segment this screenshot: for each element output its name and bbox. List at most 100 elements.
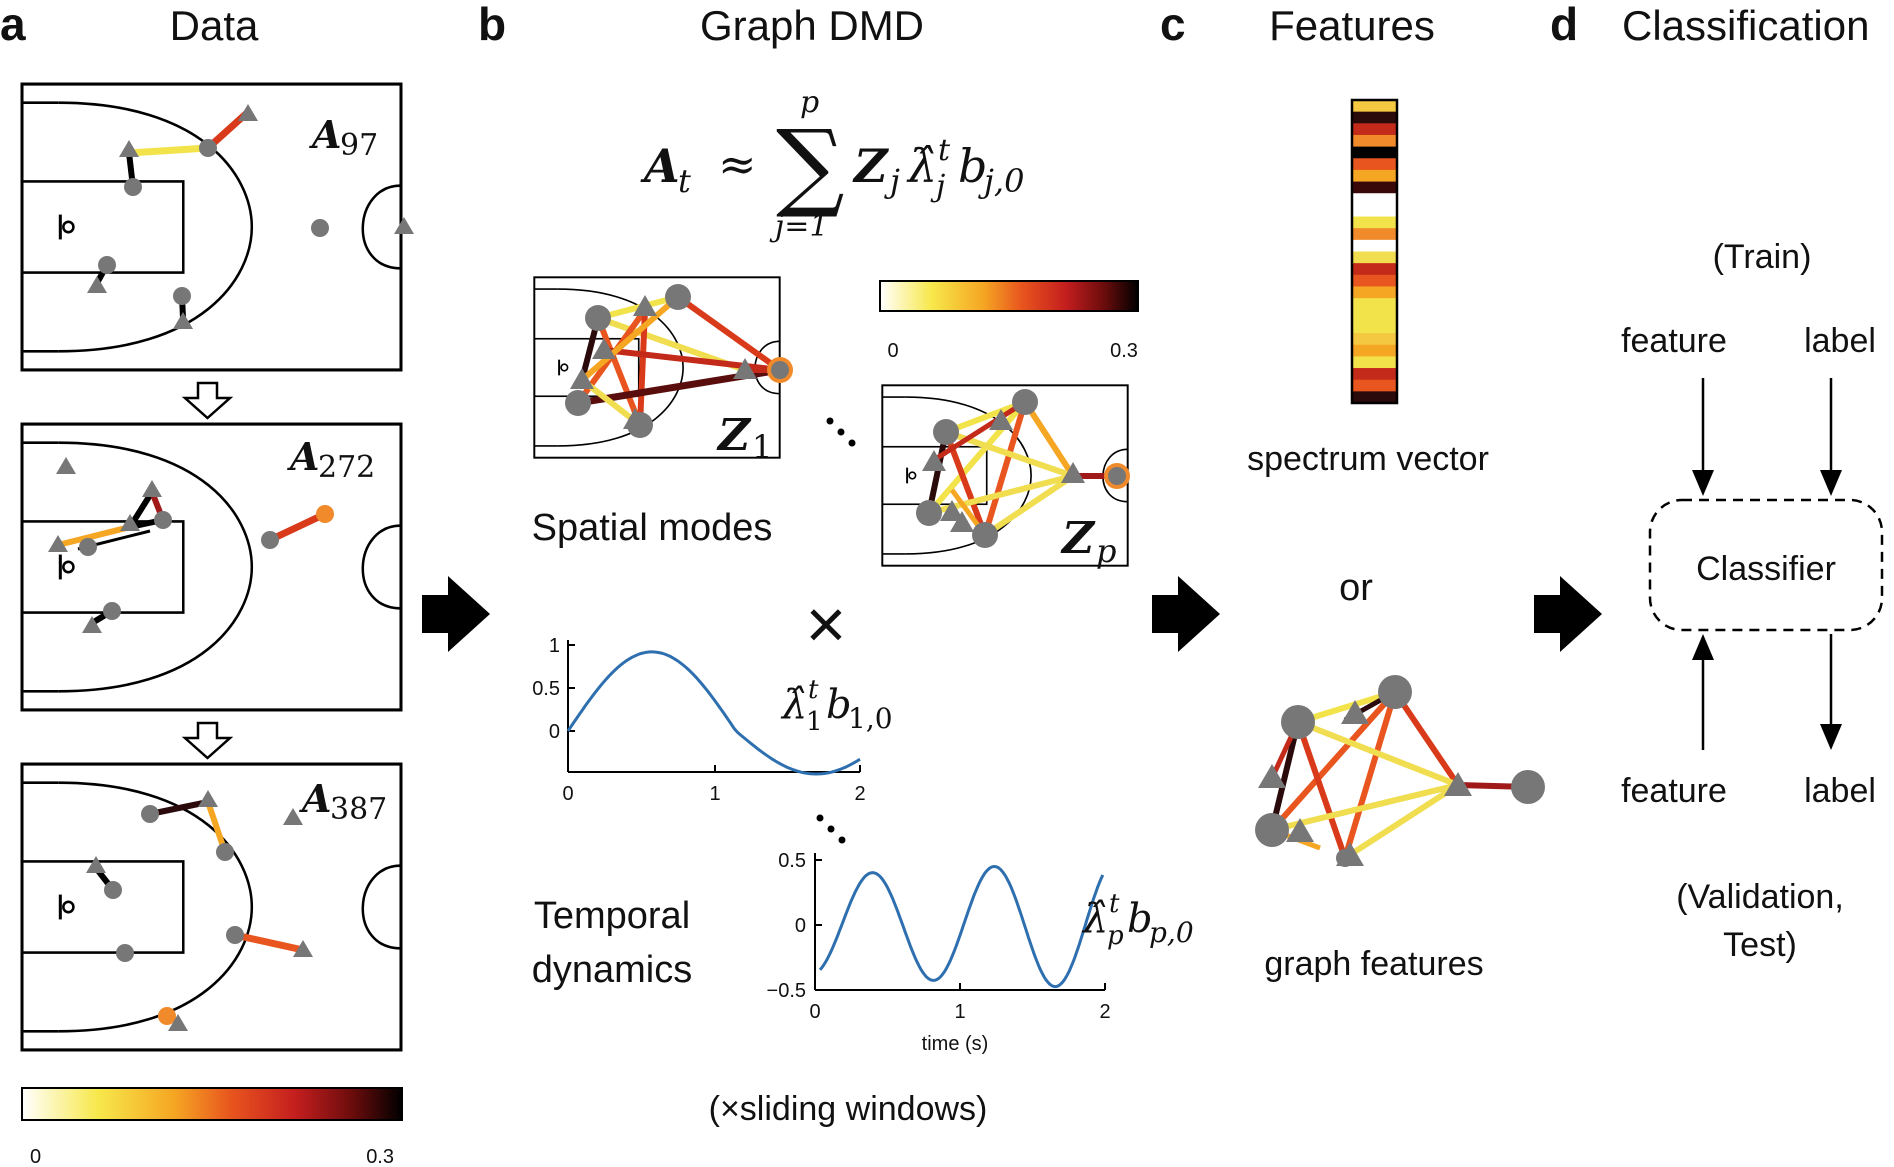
svg-text:2: 2 [854, 783, 865, 805]
label-output-label: label [1804, 772, 1876, 810]
spectrum-cell [1352, 181, 1397, 194]
ellipsis-icon [826, 417, 856, 447]
spectrum-cell [1352, 321, 1397, 334]
svg-text:0.5: 0.5 [778, 850, 806, 872]
svg-text:272: 272 [318, 450, 375, 485]
time-axis-label: time (s) [922, 1033, 989, 1055]
or-label: or [1339, 567, 1373, 609]
classifier-label: Classifier [1696, 550, 1836, 588]
svg-text:t: t [678, 162, 691, 200]
svg-text:−0.5: −0.5 [767, 980, 806, 1002]
spectrum-cell [1352, 146, 1397, 159]
matrix-label-a387: A 387 [299, 776, 387, 827]
svg-text:λ̂: λ̂ [1081, 896, 1108, 942]
flow-arrow-icon [1152, 576, 1220, 652]
spectrum-cell [1352, 391, 1397, 404]
svg-text:∑: ∑ [776, 109, 845, 221]
spectrum-cell [1352, 286, 1397, 299]
arrow-up-icon [1692, 634, 1714, 660]
colorbar-min: 0 [30, 1146, 41, 1167]
svg-text:Z: Z [1060, 513, 1096, 564]
spectrum-vector-bar [1352, 100, 1397, 404]
panel-title-graph-dmd: Graph DMD [700, 2, 924, 49]
svg-text:j=1: j=1 [769, 209, 829, 244]
svg-text:t: t [808, 675, 819, 705]
svg-text:A: A [287, 434, 319, 479]
spectrum-cell [1352, 239, 1397, 252]
panel-letter-b: b [478, 0, 506, 50]
arrow-down-icon [1692, 470, 1714, 496]
temporal-plot-1: 1 0.5 0 0 1 2 λ̂ t 1 b 1,0 [532, 635, 892, 805]
panel-title-classification: Classification [1622, 2, 1869, 49]
dmd-equation: A t ≈ ∑ p j=1 Z j λ̂ t j b j,0 [640, 85, 1024, 244]
svg-text:b: b [826, 682, 852, 728]
spectrum-cell [1352, 216, 1397, 229]
spectrum-cell [1352, 158, 1397, 171]
matrix-label-a97: A 97 [309, 112, 378, 163]
validation-label-line1: (Validation, [1676, 878, 1844, 916]
svg-text:1: 1 [806, 707, 823, 737]
spectrum-cell [1352, 379, 1397, 392]
plot2-label: λ̂ t p b p,0 [1081, 889, 1194, 951]
svg-text:2: 2 [1099, 1001, 1110, 1023]
train-label: (Train) [1713, 238, 1812, 276]
svg-text:λ̂: λ̂ [780, 682, 807, 728]
spectrum-cell [1352, 123, 1397, 136]
court-snapshot-387: A 387 [22, 764, 401, 1050]
spatial-mode-z1: Z 1 [534, 277, 793, 466]
spectrum-cell [1352, 169, 1397, 183]
svg-text:p,0: p,0 [1149, 916, 1194, 949]
svg-text:0: 0 [887, 340, 898, 362]
temporal-plot-2: 0.5 0 −0.5 0 1 2 time (s) λ̂ t p b p,0 [767, 850, 1194, 1055]
flow-arrow-icon [422, 576, 490, 652]
svg-text:b: b [958, 139, 987, 193]
temporal-label-line2: dynamics [532, 949, 693, 991]
spectrum-cell [1352, 274, 1397, 287]
feature-eval-label: feature [1621, 772, 1727, 810]
svg-text:0: 0 [549, 721, 560, 743]
colorbar-b: 0 0.3 [879, 280, 1139, 362]
court-snapshot-97: A 97 [22, 84, 414, 370]
svg-text:p: p [1107, 921, 1124, 951]
svg-text:1: 1 [549, 635, 560, 657]
svg-text:A: A [309, 112, 341, 157]
spectrum-cell [1352, 204, 1397, 218]
spectrum-cell [1352, 368, 1397, 381]
spatial-mode-zp: Z p [882, 385, 1130, 570]
svg-text:1: 1 [752, 428, 772, 466]
spectrum-cell [1352, 134, 1397, 148]
spectrum-cell [1352, 193, 1397, 206]
svg-text:b: b [1127, 896, 1153, 942]
classifier-box [1648, 498, 1884, 632]
temporal-label-line1: Temporal [534, 895, 690, 937]
down-arrow-icon [181, 721, 234, 760]
spectrum-cell [1352, 333, 1397, 346]
svg-text:1: 1 [709, 783, 720, 805]
svg-text:A: A [640, 139, 680, 193]
svg-text:A: A [299, 776, 331, 821]
arrow-down-icon [1820, 724, 1842, 750]
svg-text:p: p [1096, 532, 1116, 570]
svg-text:0.5: 0.5 [532, 678, 560, 700]
panel-title-features: Features [1269, 2, 1435, 49]
svg-text:j,0: j,0 [978, 162, 1024, 200]
validation-label-line2: Test) [1723, 926, 1797, 964]
spectrum-cell [1352, 251, 1397, 264]
court-snapshot-272: A 272 [22, 424, 401, 710]
times-icon: × [806, 585, 847, 663]
panel-a: a Data A 97 [0, 0, 414, 1167]
svg-text:Z: Z [852, 139, 889, 193]
panel-letter-a: a [0, 0, 26, 50]
panel-letter-c: c [1160, 0, 1186, 50]
spectrum-cell [1352, 111, 1397, 124]
down-arrow-icon [181, 381, 234, 420]
panel-title-data: Data [170, 2, 259, 49]
svg-text:1: 1 [954, 1001, 965, 1023]
svg-text:λ̂: λ̂ [906, 139, 937, 193]
colorbar-a: 0 0.3 [21, 1087, 403, 1167]
svg-text:t: t [938, 133, 951, 168]
svg-text:0.3: 0.3 [1110, 340, 1138, 362]
ellipsis-icon [816, 814, 846, 844]
spectrum-cell [1352, 100, 1397, 113]
